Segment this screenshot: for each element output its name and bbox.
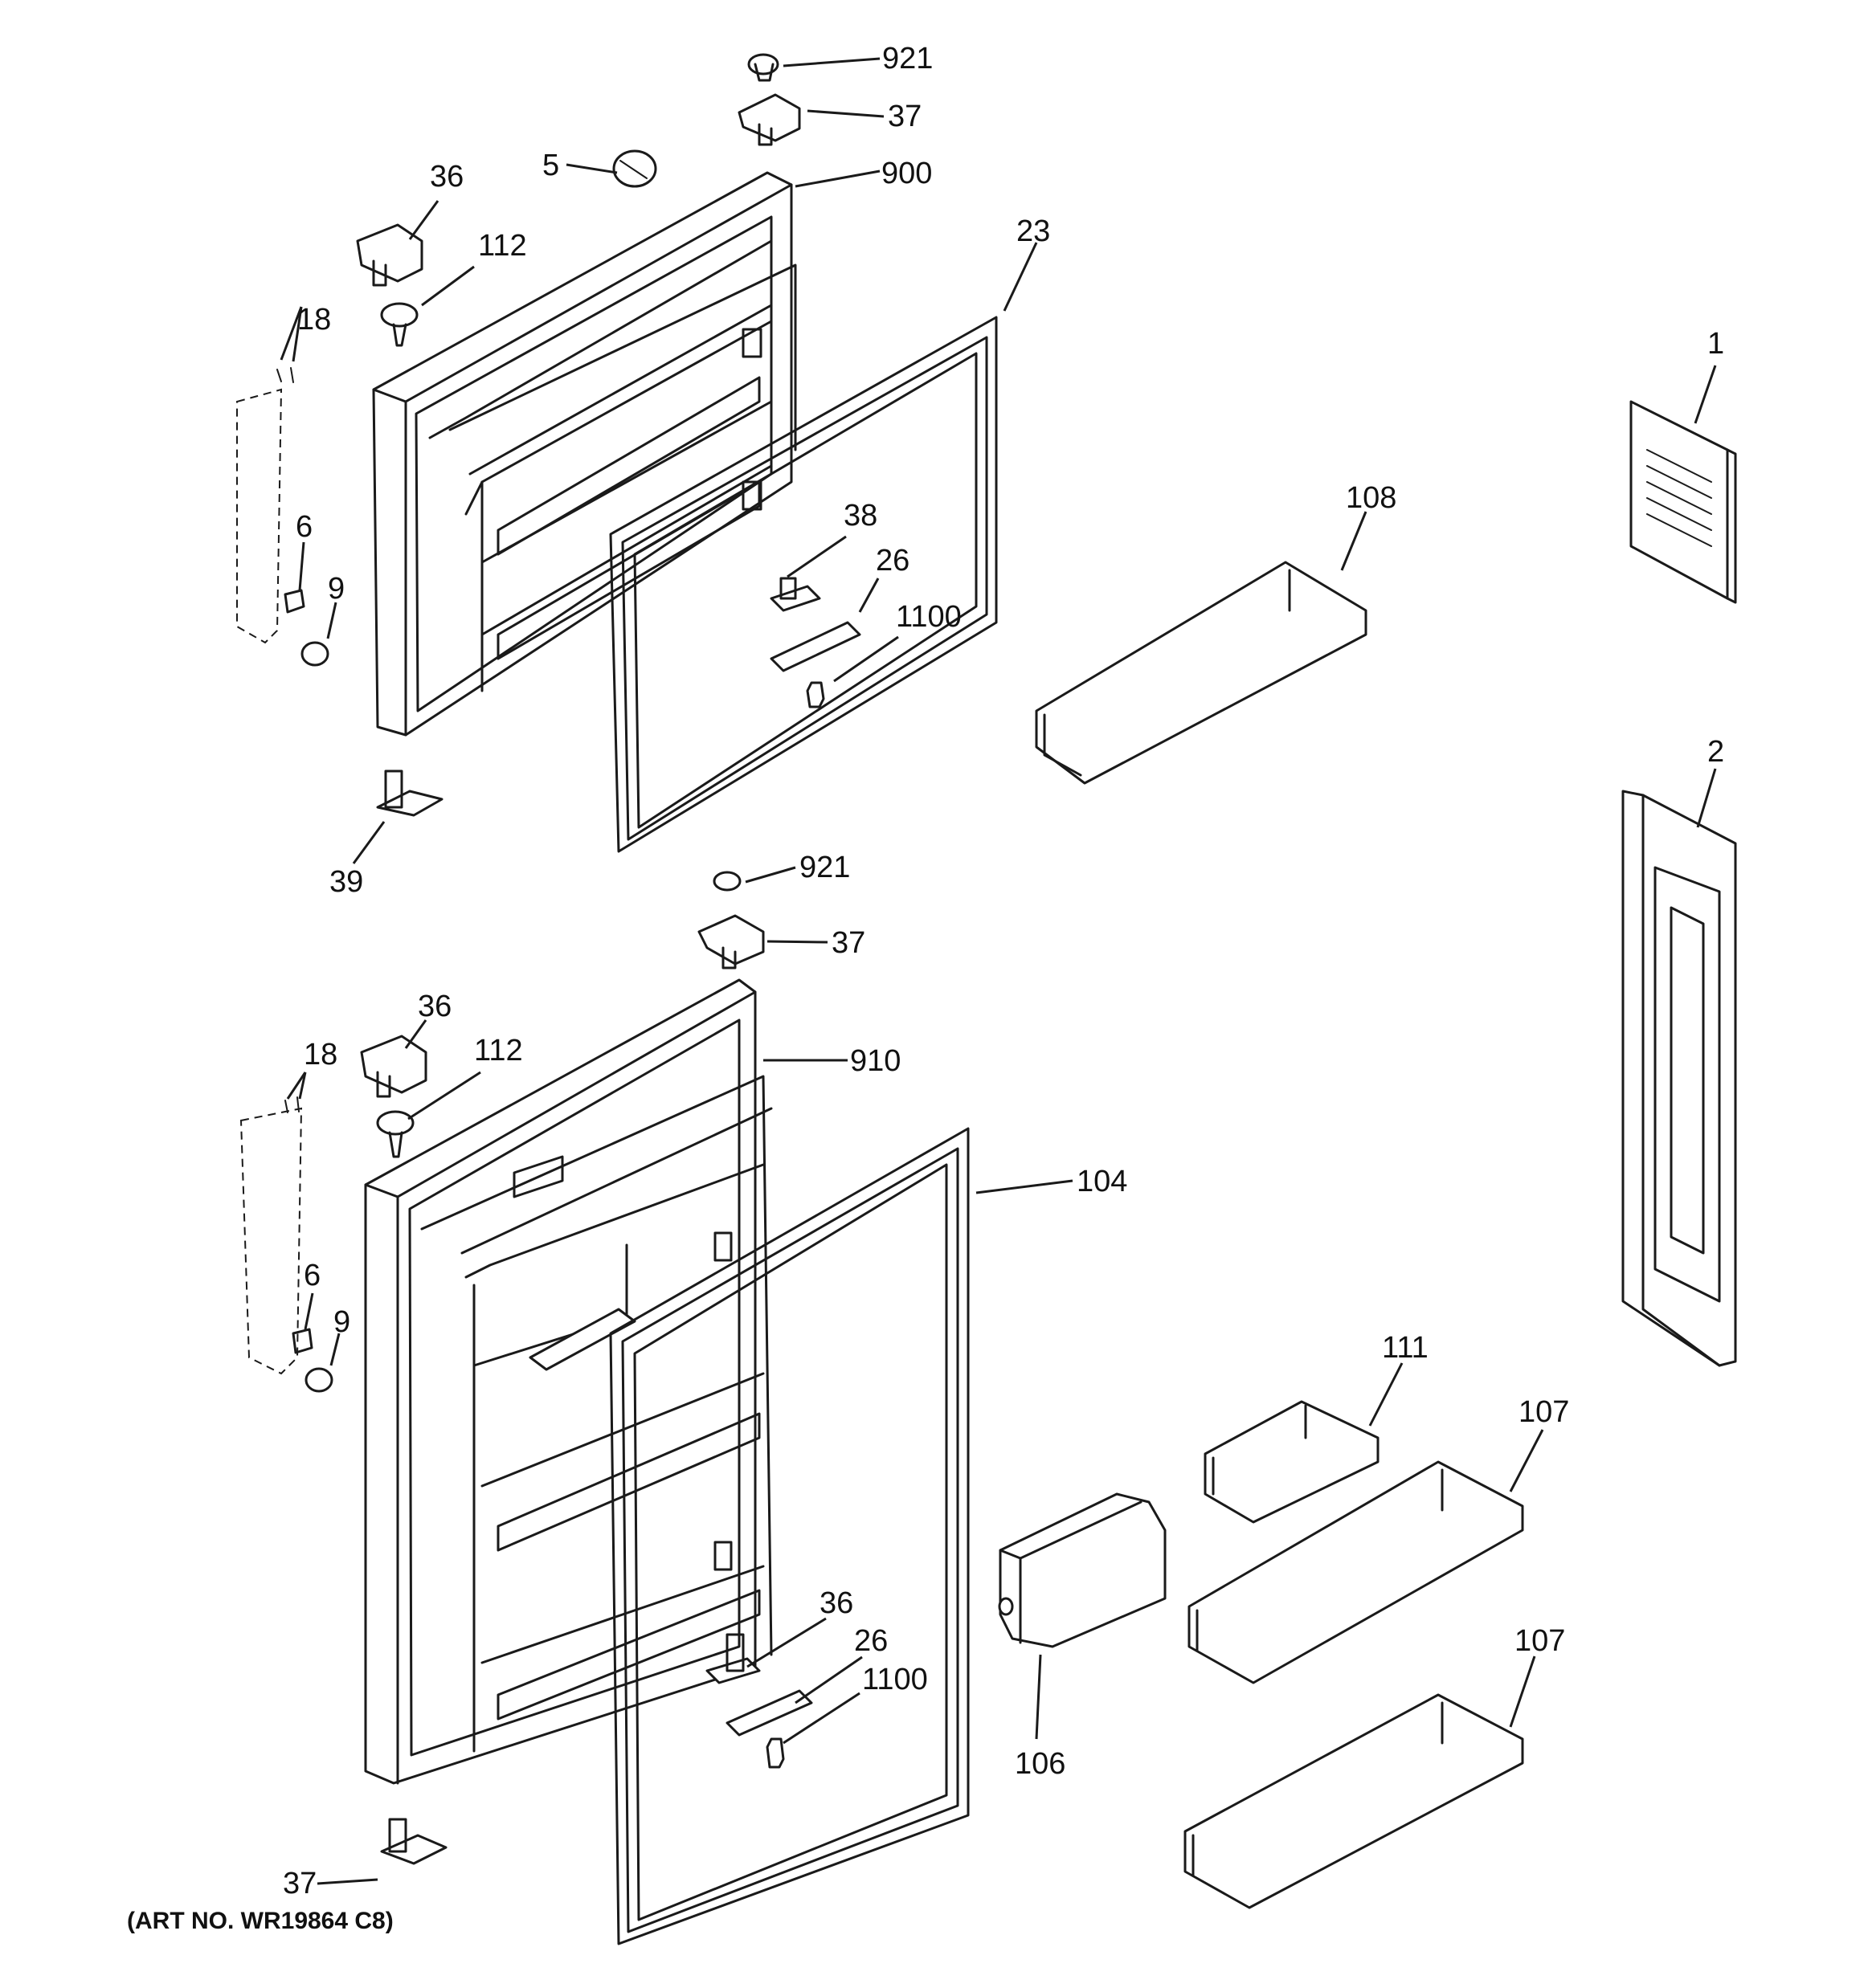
callout-111: 111: [1382, 1331, 1429, 1365]
dairy-compartment-door: [998, 1492, 1167, 1648]
freezer-stop-38-26: [770, 577, 861, 708]
callout-112-mid: 112: [474, 1034, 523, 1067]
freezer-door-shelf: [1035, 561, 1367, 785]
callout-26-bottom: 26: [854, 1624, 888, 1658]
callout-9-top: 9: [328, 572, 345, 606]
fresh-food-door-gasket: [609, 1127, 970, 1945]
fresh-food-spring-6-9: [292, 1328, 333, 1393]
door-shelf-small: [1204, 1400, 1380, 1524]
fresh-food-hinge-bottom-37: [380, 1818, 448, 1865]
fresh-food-door: [364, 978, 773, 1785]
callout-106: 106: [1015, 1747, 1065, 1781]
callout-900: 900: [881, 157, 932, 190]
callout-6-top: 6: [296, 510, 313, 544]
callout-107-upper: 107: [1519, 1395, 1569, 1429]
callout-37-top: 37: [888, 100, 922, 133]
callout-9-mid: 9: [333, 1305, 350, 1339]
freezer-handle-trim: [236, 367, 294, 644]
callout-36-top: 36: [430, 160, 464, 194]
callout-1: 1: [1707, 327, 1724, 361]
literature-manual: [1629, 400, 1737, 604]
callout-18-mid: 18: [304, 1038, 337, 1072]
freezer-door: [372, 171, 797, 737]
callout-37-bottom: 37: [283, 1867, 317, 1900]
freezer-hinge-36: [356, 223, 423, 347]
callout-36-bottom: 36: [820, 1586, 853, 1620]
fresh-food-hinge-36: [360, 1035, 427, 1158]
callout-1100-bottom: 1100: [862, 1663, 928, 1696]
fresh-food-handle-trim: [239, 1096, 303, 1375]
callout-5: 5: [542, 149, 559, 182]
callout-2: 2: [1707, 735, 1724, 769]
callout-18-top: 18: [297, 303, 331, 337]
callout-23: 23: [1016, 214, 1050, 248]
callout-910: 910: [850, 1044, 901, 1078]
callout-26-top: 26: [876, 544, 909, 578]
freezer-hinge-pin-5: [612, 149, 657, 188]
freezer-hinge-top: [738, 53, 801, 146]
freezer-hinge-bottom-39: [376, 769, 443, 817]
fresh-food-hinge-top: [697, 871, 765, 970]
art-number: (ART NO. WR19864 C8): [127, 1908, 394, 1934]
callout-36-mid: 36: [418, 990, 452, 1023]
door-handle-assembly: [1621, 790, 1737, 1367]
callout-6-mid: 6: [304, 1259, 321, 1292]
callout-921-mid: 921: [799, 851, 850, 884]
freezer-door-gasket: [609, 316, 998, 853]
callout-37-mid: 37: [832, 926, 865, 960]
callout-38: 38: [844, 499, 877, 533]
callout-112-top: 112: [478, 229, 527, 263]
callout-108: 108: [1346, 481, 1396, 515]
fresh-food-stop-36-26: [705, 1633, 813, 1769]
leader-lines: [280, 57, 1717, 1885]
door-shelf-107-lower: [1183, 1693, 1524, 1909]
callout-104: 104: [1077, 1165, 1127, 1198]
callout-39: 39: [329, 865, 363, 899]
door-shelf-107-upper: [1187, 1460, 1524, 1684]
freezer-spring-6-9: [284, 589, 329, 667]
callout-921-top: 921: [882, 42, 933, 76]
callout-labels: 921 37 5 900 36 112 23 18 1 108 38 6 26 …: [283, 42, 1724, 1900]
callout-1100-top: 1100: [896, 600, 962, 634]
callout-107-lower: 107: [1514, 1624, 1565, 1658]
